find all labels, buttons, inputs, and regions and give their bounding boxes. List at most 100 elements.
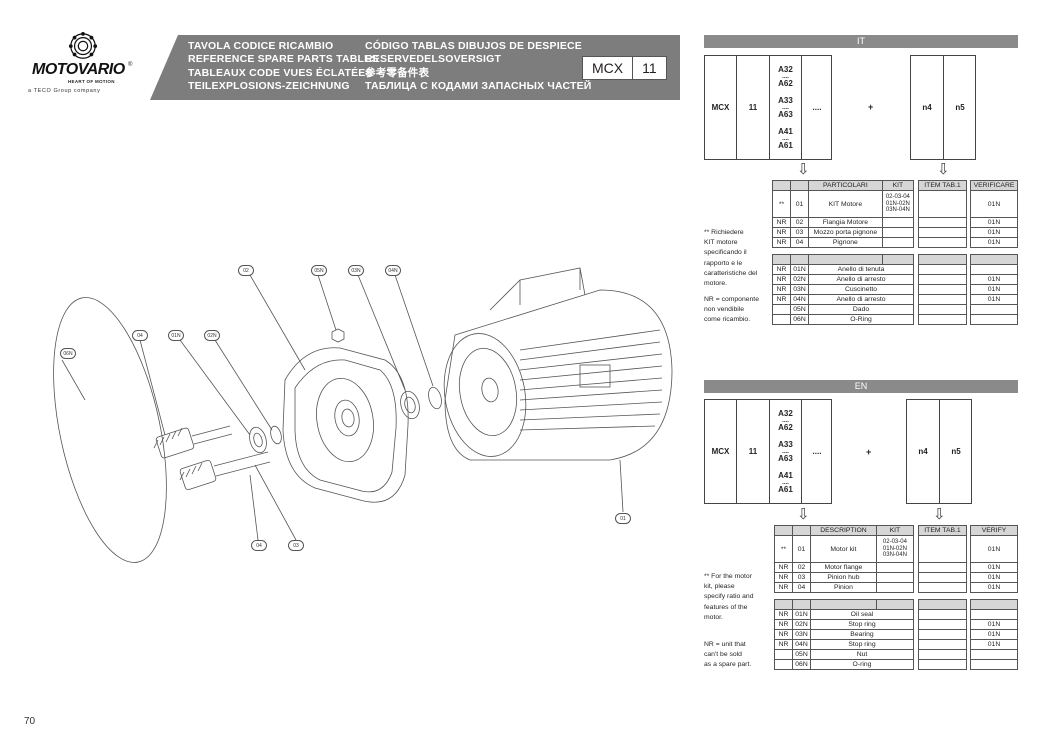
code-ellipsis: .... <box>812 447 822 456</box>
ratio: A41 <box>778 470 793 480</box>
code-series: MCX <box>705 56 737 159</box>
header-code-size: 11 <box>632 57 666 79</box>
section-header-it: IT <box>704 35 1018 48</box>
code-plus: + <box>868 102 874 112</box>
logo-group-text: a TECO Group company <box>28 88 101 94</box>
down-arrow-icon: ⇩ <box>797 506 810 523</box>
callout-06N: 06N <box>60 348 76 359</box>
code-n5: n5 <box>951 447 961 456</box>
code-n4: n4 <box>911 56 944 159</box>
col-header: ITEM TAB.1 <box>918 525 967 536</box>
company-logo: MOTOVARIO ® HEART OF MOTION a TECO Group… <box>28 32 138 102</box>
down-arrow-icon: ⇩ <box>797 161 810 178</box>
oil-seal-drawing <box>249 426 267 454</box>
ratio: A33 <box>778 95 793 105</box>
callout-04N: 04N <box>385 265 401 276</box>
verify-table-it: VERIFICARE 01N 01N 01N 01N 01N 01N 01N <box>970 180 1018 325</box>
col-header: KIT <box>881 180 915 191</box>
ratio-dots: .... <box>782 104 789 111</box>
pinion-hub-drawing <box>179 451 271 491</box>
item-table-en: ITEM TAB.1 <box>918 525 967 670</box>
header-title: REFERENCE SPARE PARTS TABLES <box>188 53 379 66</box>
ratio: A62 <box>778 78 793 88</box>
logo-wordmark: MOTOVARIO <box>32 61 125 78</box>
ratio: A63 <box>778 109 793 119</box>
callout-03N: 03N <box>348 265 364 276</box>
logo-registered: ® <box>128 62 133 68</box>
header-title: TABLEAUX CODE VUES ÉCLATÉES <box>188 66 373 79</box>
ratio-dots: .... <box>782 135 789 142</box>
callout-01: 01 <box>615 513 631 524</box>
code-plus: + <box>866 447 872 457</box>
callout-01N: 01N <box>168 330 184 341</box>
code-n5: n5 <box>955 103 965 112</box>
code-box-en: MCX 11 A32 .... A62 A33 .... A63 A41 ...… <box>704 399 832 504</box>
logo-tagline: HEART OF MOTION <box>68 79 115 84</box>
header-product-code: MCX 11 <box>582 56 667 80</box>
callout-05N: 05N <box>311 265 327 276</box>
motor-drawing <box>443 267 673 461</box>
ratio: A61 <box>778 484 793 494</box>
callout-02: 02 <box>238 265 254 276</box>
ratio-dots: .... <box>782 448 789 455</box>
pinion-drawing <box>153 425 233 459</box>
exploded-view-drawing <box>53 267 673 563</box>
ratio: A62 <box>778 422 793 432</box>
header-title: RESERVEDELSOVERSIGT <box>365 53 502 66</box>
callout-02N: 02N <box>204 330 220 341</box>
callout-04: 04 <box>132 330 148 341</box>
callout-04-bottom: 04 <box>251 540 267 551</box>
code-box-n-it: n4 n5 <box>910 55 976 160</box>
col-header: PARTICOLARI <box>808 180 883 191</box>
header-titles-left: TAVOLA CODICE RICAMBIO REFERENCE SPARE P… <box>188 40 379 94</box>
code-ratios: A32 .... A62 A33 .... A63 A41 .... A61 <box>770 400 802 503</box>
header-title: CÓDIGO TABLAS DIBUJOS DE DESPIECE <box>365 40 583 52</box>
logo-flower-icon <box>68 32 98 59</box>
verify-table-en: VERIFY 01N 01N 01N 01N 01N 01N 01N <box>970 525 1018 670</box>
motor-flange-drawing <box>282 347 409 503</box>
col-header: VERIFICARE <box>970 180 1018 191</box>
header-code-series: MCX <box>592 60 624 76</box>
ratio: A63 <box>778 453 793 463</box>
header-title: ТАБЛИЦА С КОДАМИ ЗАПАСНЫХ ЧАСТЕЙ <box>365 80 592 93</box>
section-header-en: EN <box>704 380 1018 393</box>
ratio-dots: .... <box>782 479 789 486</box>
ratio-dots: .... <box>782 417 789 424</box>
stop-ring-2-drawing <box>428 386 442 410</box>
header-title: TAVOLA CODICE RICAMBIO <box>188 40 334 52</box>
down-arrow-icon: ⇩ <box>933 506 946 523</box>
header-titles-right: CÓDIGO TABLAS DIBUJOS DE DESPIECE RESERV… <box>365 40 592 94</box>
stop-ring-drawing <box>270 425 282 445</box>
code-n4: n4 <box>907 400 940 503</box>
ratio: A41 <box>778 126 793 136</box>
header-title: TEILEXPLOSIONS-ZEICHNUNG <box>188 80 350 93</box>
ratio: A61 <box>778 140 793 150</box>
ratio: A32 <box>778 64 793 74</box>
bearing-drawing <box>400 390 420 420</box>
item-table-it: ITEM TAB.1 <box>918 180 967 325</box>
code-size: 11 <box>737 400 770 503</box>
nut-drawing <box>331 328 345 343</box>
o-ring-drawing <box>53 297 167 563</box>
